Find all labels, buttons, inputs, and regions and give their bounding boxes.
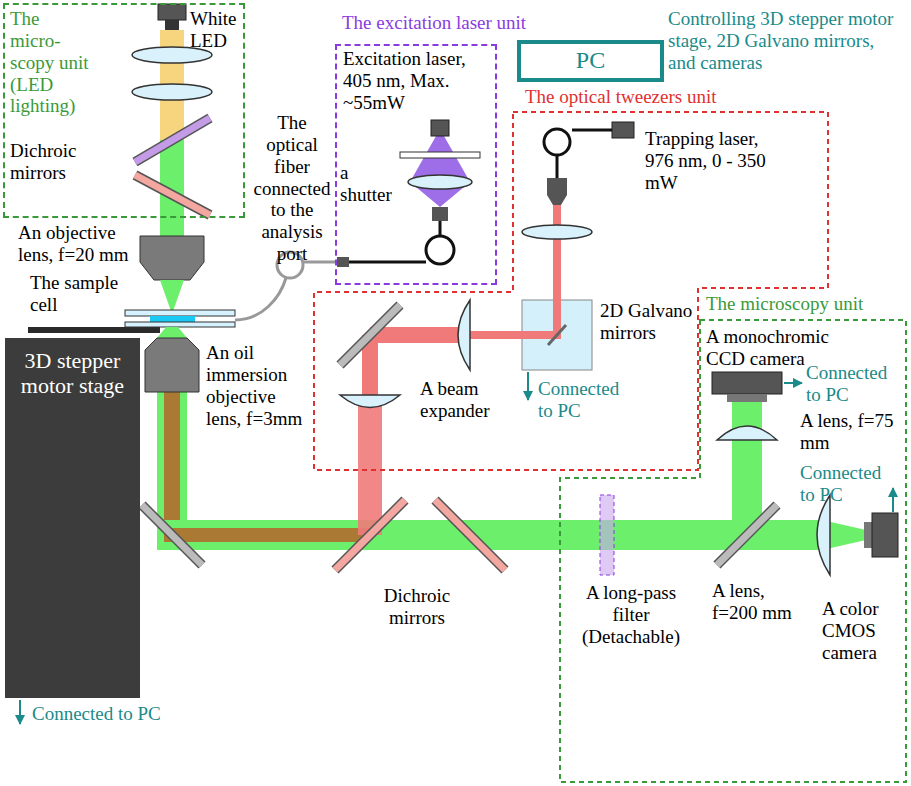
excitation-laser	[431, 120, 449, 136]
part-label: A lens, f=200 mm	[712, 580, 812, 624]
part-label: Dichroic mirrors	[372, 585, 462, 629]
red-beam	[370, 327, 470, 343]
optical-fiber	[235, 278, 286, 320]
fiber	[349, 261, 426, 264]
lens	[817, 495, 830, 575]
green-beam	[157, 520, 822, 550]
oil-objective-lens	[145, 338, 199, 392]
pc-arrow	[19, 700, 21, 724]
beam-expander-lens	[340, 395, 400, 408]
white-led-base	[165, 20, 179, 30]
glass-slide	[125, 322, 235, 327]
lens	[408, 175, 472, 189]
long-pass-filter	[600, 495, 614, 575]
dichroic-mirror-edge	[435, 500, 505, 570]
focus-cone	[160, 280, 184, 314]
red-beam	[470, 331, 561, 339]
mirror	[142, 505, 202, 565]
part-label: The sample cell	[30, 272, 130, 316]
dichroic-mirror-edge	[135, 118, 210, 162]
trapping-beam	[164, 392, 180, 535]
fiber	[439, 221, 442, 236]
pc-connection-note: Connected to PC	[806, 362, 898, 406]
lens	[717, 426, 777, 440]
mirror-edge	[717, 505, 777, 565]
objective-lens	[140, 236, 204, 280]
dichroic-mirror	[435, 500, 505, 570]
white-led	[158, 4, 186, 20]
dichroic-mirror	[135, 118, 210, 162]
part-label: A color CMOS camera	[822, 598, 907, 664]
pc-arrow	[527, 372, 529, 400]
pc-arrow	[784, 382, 802, 384]
mirror	[340, 305, 400, 365]
red-beam	[358, 400, 382, 535]
fiber-loop	[426, 236, 454, 264]
fiber	[572, 129, 612, 132]
mirror-edge	[142, 505, 202, 565]
part-label: A beam expander	[420, 378, 508, 422]
ccd-camera	[712, 372, 782, 394]
part-label: A long-pass filter (Detachable)	[566, 582, 696, 648]
unit-outline	[314, 112, 828, 470]
unit-title: 3D stepper motor stage	[9, 348, 136, 399]
unit-title: The optical tweezers unit	[525, 86, 717, 108]
dichroic-mirror-edge	[135, 175, 210, 215]
ccd-camera-mount	[727, 394, 767, 402]
part-label: Trapping laser, 976 nm, 0 - 350 mW	[645, 128, 785, 194]
dichroic-mirror-edge	[335, 500, 405, 570]
pc-box: PC	[517, 40, 664, 82]
green-beam	[732, 402, 762, 535]
pc-connection-note: Controlling 3D stepper motor stage, 2D G…	[668, 8, 906, 74]
part-label: Excitation laser, 405 nm, Max. ~55mW	[343, 48, 493, 114]
collimator	[547, 178, 567, 205]
fiber	[556, 155, 559, 178]
unit-title: The microscopy unit	[706, 293, 863, 315]
part-label: The optical fiber connected to the analy…	[250, 112, 334, 265]
part-label: An objective lens, f=20 mm	[18, 222, 138, 266]
cmos-camera	[872, 513, 898, 557]
sample	[150, 316, 195, 322]
cmos-camera-front	[864, 522, 872, 548]
unit-title: The excitation laser unit	[342, 12, 526, 34]
lens	[522, 225, 592, 239]
mirror	[717, 505, 777, 565]
pc-connection-note: Connected to PC	[800, 462, 888, 506]
part-label: 2D Galvano mirrors	[600, 300, 695, 344]
part-label: An oil immersion objective lens, f=3mm	[206, 342, 310, 429]
dichroic-mirror	[135, 175, 210, 215]
galvano-mirror	[548, 325, 566, 345]
stage-plank	[28, 327, 160, 333]
part-label: Dichroic mirrors	[10, 140, 92, 184]
green-beam	[157, 392, 187, 535]
part-label: White LED	[190, 8, 244, 52]
glass-slide	[125, 310, 235, 316]
trapping-beam	[164, 528, 370, 542]
part-label: A lens, f=75 mm	[800, 410, 900, 454]
dichroic-mirror	[335, 500, 405, 570]
trapping-laser	[612, 122, 634, 138]
pc-connection-note: Connected to PC	[538, 378, 630, 422]
green-beam	[157, 327, 187, 338]
part-label: a shutter	[340, 162, 402, 206]
shutter	[400, 152, 480, 158]
beam-expander-lens	[458, 300, 470, 370]
fiber-connector	[337, 257, 349, 267]
fiber-connector	[432, 207, 448, 221]
fiber-loop	[544, 129, 570, 155]
pc-arrow	[892, 488, 894, 512]
stage-block: 3D stepper motor stage	[5, 338, 140, 698]
unit-title: The micro- scopy unit (LED lighting)	[10, 8, 92, 117]
pc-label: PC	[521, 47, 660, 75]
mirror-edge	[340, 305, 400, 365]
pc-connection-note: Connected to PC	[32, 703, 182, 725]
lens	[132, 84, 212, 100]
